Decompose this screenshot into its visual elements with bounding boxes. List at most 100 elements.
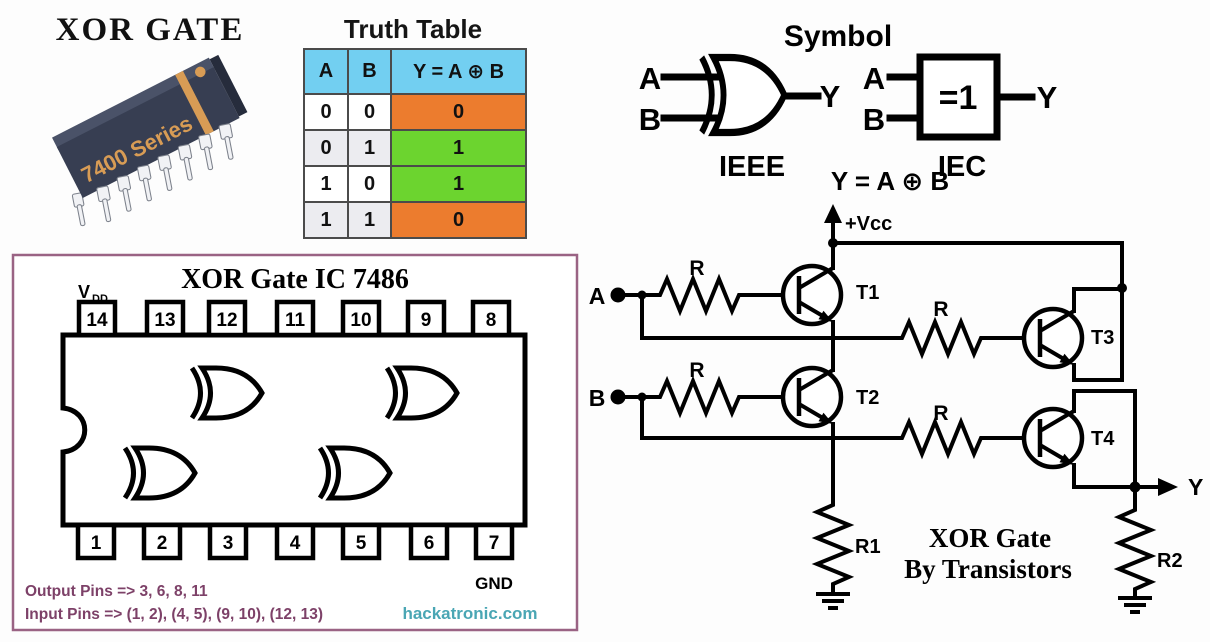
pin-11: 11	[285, 310, 306, 331]
pin-6: 6	[424, 533, 435, 554]
cell-b: 0	[347, 165, 392, 203]
t2-label: T2	[856, 387, 879, 409]
pin-8: 8	[486, 310, 497, 331]
ground-symbol-r1	[816, 592, 850, 610]
ieee-input-a-label: A	[639, 61, 661, 96]
cell-y: 0	[390, 201, 527, 239]
junction-dot	[637, 392, 647, 402]
pin-1: 1	[91, 533, 102, 554]
t3-label: T3	[1091, 327, 1114, 349]
vdd-label: V	[78, 282, 90, 302]
pin-14: 14	[86, 310, 108, 331]
circuit-title-line2: By Transistors	[904, 554, 1072, 584]
r2-label: R2	[1157, 550, 1183, 572]
cell-y: 0	[390, 93, 527, 131]
input-a-terminal	[610, 287, 626, 303]
xor-equation: Y = A ⊕ B	[831, 166, 949, 196]
chip-back-pin	[71, 192, 86, 227]
output-y-label: Y	[1188, 474, 1203, 500]
truth-table: A B Y = A ⊕ B 0 0 0 0 1 1 1 0 1 1 1 0	[303, 48, 527, 239]
ic-panel-title: XOR Gate IC 7486	[181, 264, 409, 295]
junction-dot	[828, 238, 838, 248]
resistor-rb-label: R	[689, 359, 704, 382]
ieee-caption: IEEE	[719, 151, 785, 183]
output-arrow-icon	[1158, 478, 1178, 496]
chip-front-pins	[96, 123, 234, 223]
table-row: 1 0 1	[303, 165, 527, 203]
resistor-rc-label: R	[933, 298, 948, 321]
t3-collector-wire	[1072, 287, 1124, 313]
website-link[interactable]: hackatronic.com	[402, 604, 537, 623]
t1-label: T1	[856, 282, 879, 304]
transistor-t3	[1024, 309, 1082, 367]
truth-table-header-row: A B Y = A ⊕ B	[303, 48, 527, 95]
iec-box-label: =1	[939, 79, 978, 117]
cell-y: 1	[390, 165, 527, 203]
column-header-b: B	[347, 48, 392, 95]
input-b-label: B	[589, 385, 606, 411]
iec-input-a-label: A	[863, 61, 885, 96]
pin-3: 3	[223, 533, 234, 554]
chip-stripe	[175, 70, 214, 136]
transistor-t2	[783, 368, 841, 426]
iec-xor-symbol: =1 A B Y IEC	[863, 53, 1058, 183]
t4-collector-wire	[1072, 389, 1137, 489]
vcc-rail	[831, 241, 1124, 382]
gnd-label: GND	[475, 574, 513, 593]
resistor-r1	[811, 422, 855, 596]
output-wire	[1072, 463, 1164, 489]
input-a-label: A	[589, 283, 606, 309]
resistor-ra-label: R	[689, 257, 704, 280]
truth-table-title: Truth Table	[343, 14, 483, 44]
table-row: 1 1 0	[303, 201, 527, 239]
resistor-rd	[640, 395, 1042, 460]
vcc-label: +Vcc	[845, 213, 892, 235]
pin-7: 7	[489, 533, 500, 554]
transistor-t1	[783, 266, 841, 324]
cell-y: 1	[390, 129, 527, 167]
circuit-title-line1: XOR Gate	[929, 523, 1051, 553]
cell-a: 1	[303, 165, 349, 203]
pin-5: 5	[356, 533, 367, 554]
table-row: 0 1 1	[303, 129, 527, 167]
pin-10: 10	[350, 310, 371, 331]
ic-7486-panel: XOR Gate IC 7486 V DD	[11, 253, 579, 632]
junction-dot	[637, 290, 647, 300]
output-pins-note: Output Pins => 3, 6, 8, 11	[25, 583, 208, 600]
ieee-xor-symbol: A B Y IEEE	[639, 58, 841, 183]
ic-bottom-pins: 1 2 3 4 5 6 7	[75, 522, 515, 561]
ground-symbol-r2	[1118, 596, 1152, 614]
transistor-circuit: A B +Vcc R R R R T1 T2 T3 T4 R1 R2 Y XOR…	[589, 204, 1203, 614]
cell-a: 0	[303, 129, 349, 167]
column-header-a: A	[303, 48, 349, 95]
pin-13: 13	[154, 310, 175, 331]
chip-pin1-dot	[195, 66, 206, 78]
symbol-section: Symbol A B Y IEEE Y = A ⊕ B =1 A B Y	[639, 20, 1058, 196]
junction-dot	[1117, 283, 1127, 293]
ic-chip-illustration: 7400 Series	[52, 54, 248, 227]
cell-b: 1	[347, 201, 392, 239]
pin-2: 2	[157, 533, 168, 554]
column-header-y: Y = A ⊕ B	[390, 48, 527, 95]
input-pins-note: Input Pins => (1, 2), (4, 5), (9, 10), (…	[25, 606, 323, 623]
symbol-title: Symbol	[784, 20, 892, 53]
iec-caption: IEC	[938, 151, 986, 183]
transistor-t4	[1024, 409, 1082, 467]
cell-a: 1	[303, 201, 349, 239]
resistor-rb	[616, 375, 801, 419]
resistor-r2	[1113, 485, 1157, 600]
ieee-input-b-label: B	[639, 102, 661, 137]
pin-12: 12	[216, 310, 237, 331]
resistor-ra	[616, 273, 801, 317]
xor-gate-shape	[714, 58, 785, 133]
iec-input-b-label: B	[863, 102, 885, 137]
resistor-rc	[640, 293, 1042, 360]
r1-label: R1	[855, 536, 881, 558]
page-title: XOR GATE	[55, 12, 245, 48]
t4-label: T4	[1091, 428, 1115, 450]
pin-9: 9	[421, 310, 432, 331]
chip-top-face	[52, 57, 216, 151]
ieee-output-label: Y	[820, 79, 841, 114]
cell-a: 0	[303, 93, 349, 131]
